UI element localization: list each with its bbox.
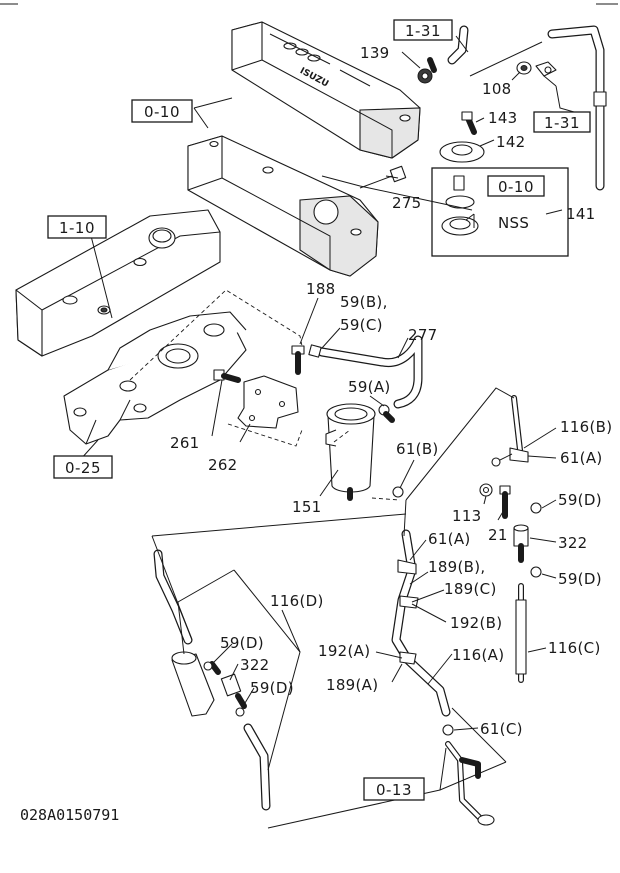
part-labels: 139 108 143 142 275 NSS 141 188 59(B), 5… <box>170 44 612 738</box>
hose-116a <box>391 529 451 717</box>
part-label-59d-left: 59(D) <box>220 634 264 652</box>
part-label-59bc: 59(B), <box>340 293 388 311</box>
ref-box-1-31-top: 1-31 <box>393 19 453 41</box>
part-label-189c: 189(C) <box>444 580 497 598</box>
ref-label: 0-10 <box>144 103 180 121</box>
ref-box-1-10: 1-10 <box>47 215 107 239</box>
clamp-top <box>535 61 557 77</box>
cap-139 <box>417 57 437 84</box>
clip-61b <box>392 486 404 498</box>
sleeve-left <box>171 651 215 717</box>
valve-322-left <box>209 661 247 709</box>
bolt-21 <box>499 485 511 519</box>
nut-275 <box>389 165 407 183</box>
screw-143 <box>461 111 477 135</box>
part-label-322-left: 322 <box>240 656 270 674</box>
part-label-151: 151 <box>292 498 322 516</box>
bolt-261 <box>213 369 241 383</box>
pipe-116b <box>491 395 529 467</box>
part-label-59d-left-bottom: 59(D) <box>250 679 294 697</box>
hose-116d <box>243 723 271 811</box>
ref-label: 1-10 <box>59 219 95 237</box>
part-label-142: 142 <box>496 133 526 151</box>
part-label-59c: 59(C) <box>340 316 383 334</box>
part-label-143: 143 <box>488 109 518 127</box>
grommet-108 <box>516 61 532 75</box>
part-label-261: 261 <box>170 434 200 452</box>
part-label-275: 275 <box>392 194 422 212</box>
part-label-61a-right: 61(A) <box>560 449 603 467</box>
clip-61c <box>442 724 454 736</box>
diagram-code: 028A0150791 <box>20 806 119 824</box>
part-label-116a: 116(A) <box>452 646 504 664</box>
bolt-188 <box>291 345 305 375</box>
ref-box-0-25: 0-25 <box>53 455 113 479</box>
part-label-189a: 189(A) <box>326 676 378 694</box>
part-label-108: 108 <box>482 80 512 98</box>
canister <box>325 403 376 501</box>
washer-113 <box>479 483 493 497</box>
part-label-192a: 192(A) <box>318 642 370 660</box>
part-label-59d-right-top: 59(D) <box>558 491 602 509</box>
part-label-188: 188 <box>306 280 336 298</box>
ref-label: 1-31 <box>544 114 580 132</box>
part-label-61c: 61(C) <box>480 720 523 738</box>
ref-box-0-10-left: 0-10 <box>131 99 193 123</box>
rocker-cover-middle <box>187 135 379 277</box>
valve-322-right <box>513 524 529 563</box>
part-label-nss: NSS <box>498 214 529 232</box>
ref-box-0-10-kit: 0-10 <box>487 175 545 197</box>
part-label-59a: 59(A) <box>348 378 391 396</box>
pipe-0-13 <box>445 741 495 826</box>
exhaust-manifold <box>63 311 247 445</box>
clip-59d-right-bottom <box>530 566 542 578</box>
ref-label: 1-31 <box>405 22 441 40</box>
ref-label: 0-10 <box>498 178 534 196</box>
part-label-116b: 116(B) <box>560 418 612 436</box>
clip-59d-left <box>203 661 245 717</box>
hose-277 <box>308 335 423 409</box>
part-label-189b: 189(B), <box>428 558 486 576</box>
part-label-116d: 116(D) <box>270 592 324 610</box>
rocker-cover-lower <box>15 209 221 357</box>
ref-box-0-13: 0-13 <box>363 777 425 801</box>
cap-142 <box>439 141 485 163</box>
clip-59a <box>378 404 395 423</box>
rocker-cover-upper: ISUZU <box>231 21 421 159</box>
part-label-139: 139 <box>360 44 390 62</box>
part-label-141: 141 <box>566 205 596 223</box>
bracket <box>237 375 299 429</box>
part-label-277: 277 <box>408 326 438 344</box>
part-label-61b: 61(B) <box>396 440 439 458</box>
ref-box-1-31-right: 1-31 <box>533 111 591 133</box>
breather-pipe <box>447 25 607 191</box>
part-label-262: 262 <box>208 456 238 474</box>
part-label-21: 21 <box>488 526 508 544</box>
part-label-192b: 192(B) <box>450 614 502 632</box>
part-label-59d-right-bottom: 59(D) <box>558 570 602 588</box>
part-label-113: 113 <box>452 507 482 525</box>
label-leaders <box>211 35 575 731</box>
frame-lines <box>79 97 515 829</box>
part-label-116c: 116(C) <box>548 639 601 657</box>
part-label-322-right: 322 <box>558 534 588 552</box>
part-label-61a: 61(A) <box>428 530 471 548</box>
ref-label: 0-13 <box>376 781 412 799</box>
pipe-116c <box>515 583 527 683</box>
hose-left-upper <box>153 549 193 645</box>
clip-59d-right-top <box>530 502 542 514</box>
ref-label: 0-25 <box>65 459 101 477</box>
